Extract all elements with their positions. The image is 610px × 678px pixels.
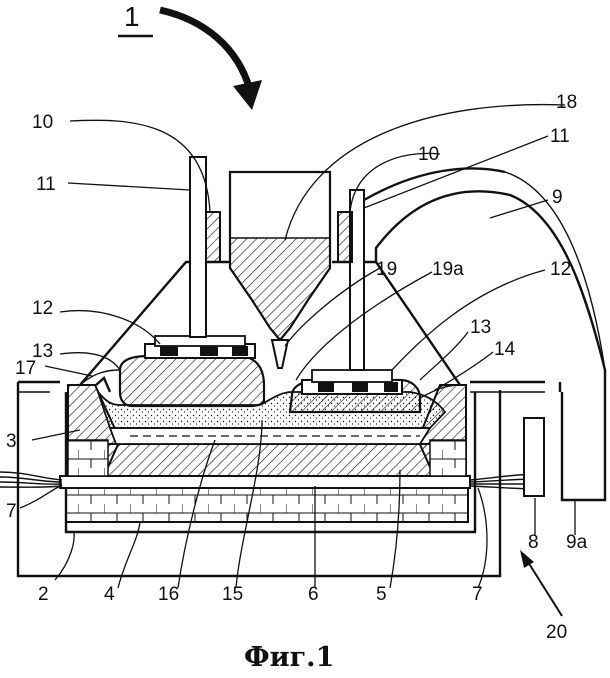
label-9: 9 xyxy=(552,187,563,208)
label-4: 4 xyxy=(104,584,115,605)
metal-layer xyxy=(110,428,430,444)
label-11-right: 11 xyxy=(550,126,570,147)
label-8: 8 xyxy=(528,532,539,553)
label-15: 15 xyxy=(222,584,243,605)
label-12-left: 12 xyxy=(32,298,53,319)
label-10-left: 10 xyxy=(32,112,53,133)
cathode-block xyxy=(104,444,434,476)
label-2: 2 xyxy=(38,584,49,605)
side-brick-left xyxy=(68,440,108,476)
anode-right xyxy=(290,370,420,412)
label-3: 3 xyxy=(6,431,17,452)
label-19: 19 xyxy=(376,259,397,280)
main-arrow xyxy=(118,10,262,110)
arrow-20 xyxy=(520,550,562,616)
label-7-left: 7 xyxy=(6,501,17,522)
label-12-right: 12 xyxy=(550,259,571,280)
collector-bar xyxy=(60,476,470,488)
label-18: 18 xyxy=(556,92,577,113)
label-11-left: 11 xyxy=(36,174,56,195)
label-6: 6 xyxy=(308,584,319,605)
label-19a: 19a xyxy=(432,259,464,280)
sensor-8 xyxy=(524,418,544,496)
side-brick-right xyxy=(430,440,466,476)
cables-left xyxy=(0,472,62,487)
label-10-right: 10 xyxy=(418,144,439,165)
label-7-right: 7 xyxy=(472,584,483,605)
label-5: 5 xyxy=(376,584,387,605)
brick-base xyxy=(66,487,468,522)
label-16: 16 xyxy=(158,584,179,605)
label-9a: 9a xyxy=(566,532,588,553)
label-1: 1 xyxy=(124,1,140,32)
label-14: 14 xyxy=(494,339,516,360)
label-13-right: 13 xyxy=(470,317,491,338)
label-20: 20 xyxy=(546,622,567,643)
label-17: 17 xyxy=(15,358,36,379)
figure-caption: Фиг.1 xyxy=(244,642,334,673)
anode-left xyxy=(120,336,264,406)
